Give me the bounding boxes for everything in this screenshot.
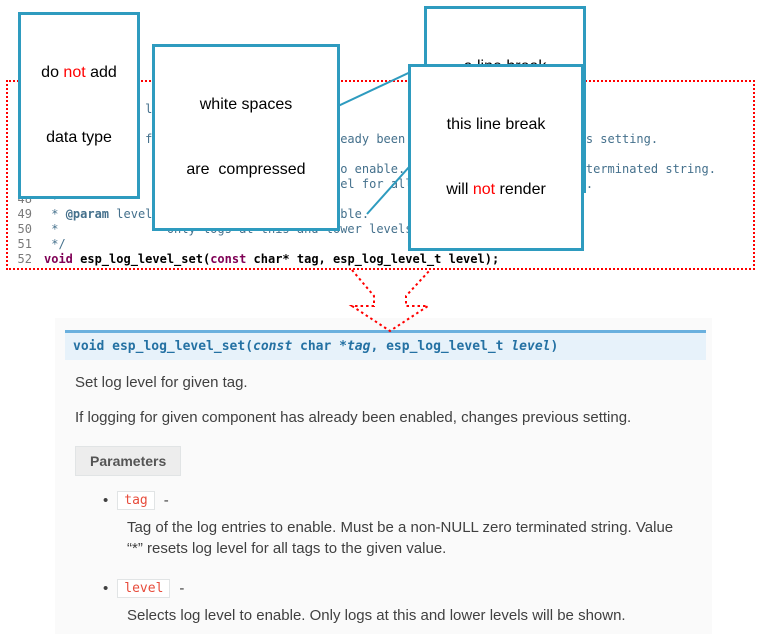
callout-break-norender: this line break will not render	[408, 64, 584, 251]
rendered-doc-panel: void esp_log_level_set(const char *tag, …	[55, 318, 712, 634]
sig-type: esp_log_level_t	[386, 339, 504, 354]
line-number: 50	[17, 222, 32, 236]
emphasis-not: not	[472, 180, 496, 198]
sig-type: char *	[292, 339, 347, 354]
sig-arg-name: level	[503, 339, 551, 354]
sig-arg-name: tag	[346, 339, 371, 354]
doxygen-tag: @param	[65, 207, 110, 221]
fold-gutter	[32, 237, 44, 252]
function-name: esp_log_level_set	[72, 252, 203, 266]
code-line: 52 void esp_log_level_set(const char* tag…	[8, 252, 753, 267]
fold-gutter	[32, 252, 44, 267]
emphasis-not: not	[63, 64, 86, 82]
callout-whitespace: white spaces are compressed	[152, 44, 340, 231]
param-head: • tag -	[103, 489, 712, 511]
code-line: 50 * Only logs at this and lower levels …	[8, 222, 753, 237]
parameters-label: Parameters	[75, 446, 182, 476]
callout-text: this line break	[446, 116, 546, 134]
callout-text: do not add	[41, 64, 117, 82]
param-name-literal: level	[117, 578, 171, 598]
code-line: 51 */	[8, 237, 753, 252]
param-item: • level - Selects log level to enable. O…	[103, 577, 712, 626]
callout-text: are compressed	[186, 160, 306, 178]
code-text: char* tag, esp_log_level_t level);	[246, 252, 500, 266]
callout-text: data type	[46, 128, 112, 146]
bullet-icon: •	[103, 579, 109, 597]
sig-function-name: esp_log_level_set	[104, 339, 246, 354]
callout-text: white spaces	[199, 96, 293, 114]
callout-text: will not render	[446, 180, 546, 198]
param-dash: -	[163, 491, 169, 509]
line-number: 51	[17, 237, 32, 251]
code-comment: */	[44, 237, 66, 251]
param-item: • tag - Tag of the log entries to enable…	[103, 489, 712, 559]
sig-separator: ,	[370, 339, 387, 354]
code-keyword: const	[210, 252, 247, 266]
code-comment: *	[44, 192, 59, 206]
code-text: (	[202, 252, 211, 266]
function-signature-bar: void esp_log_level_set(const char *tag, …	[65, 330, 706, 360]
doc-brief: Set log level for given tag.	[75, 374, 248, 391]
sig-return-type: void	[73, 339, 105, 354]
code-keyword: void	[44, 252, 73, 266]
param-desc: Selects log level to enable. Only logs a…	[127, 607, 626, 624]
param-desc: Tag of the log entries to enable. Must b…	[127, 519, 674, 557]
sig-paren: )	[550, 339, 559, 354]
sig-const-keyword: const	[253, 339, 293, 354]
fold-gutter	[32, 222, 44, 237]
param-name-literal: tag	[117, 490, 155, 510]
doc-details: If logging for given component has alrea…	[75, 409, 632, 426]
bullet-icon: •	[103, 491, 109, 509]
sig-paren: (	[245, 339, 254, 354]
line-number: 49	[17, 207, 32, 221]
line-number: 52	[17, 252, 32, 266]
fold-gutter	[32, 207, 44, 222]
code-comment: *	[44, 207, 66, 221]
callout-no-datatype: do not add data type	[18, 12, 140, 199]
param-list: • tag - Tag of the log entries to enable…	[103, 489, 712, 626]
code-line: 49 * @param level Selects log level to e…	[8, 207, 753, 222]
param-dash: -	[179, 579, 185, 597]
param-head: • level -	[103, 577, 712, 599]
